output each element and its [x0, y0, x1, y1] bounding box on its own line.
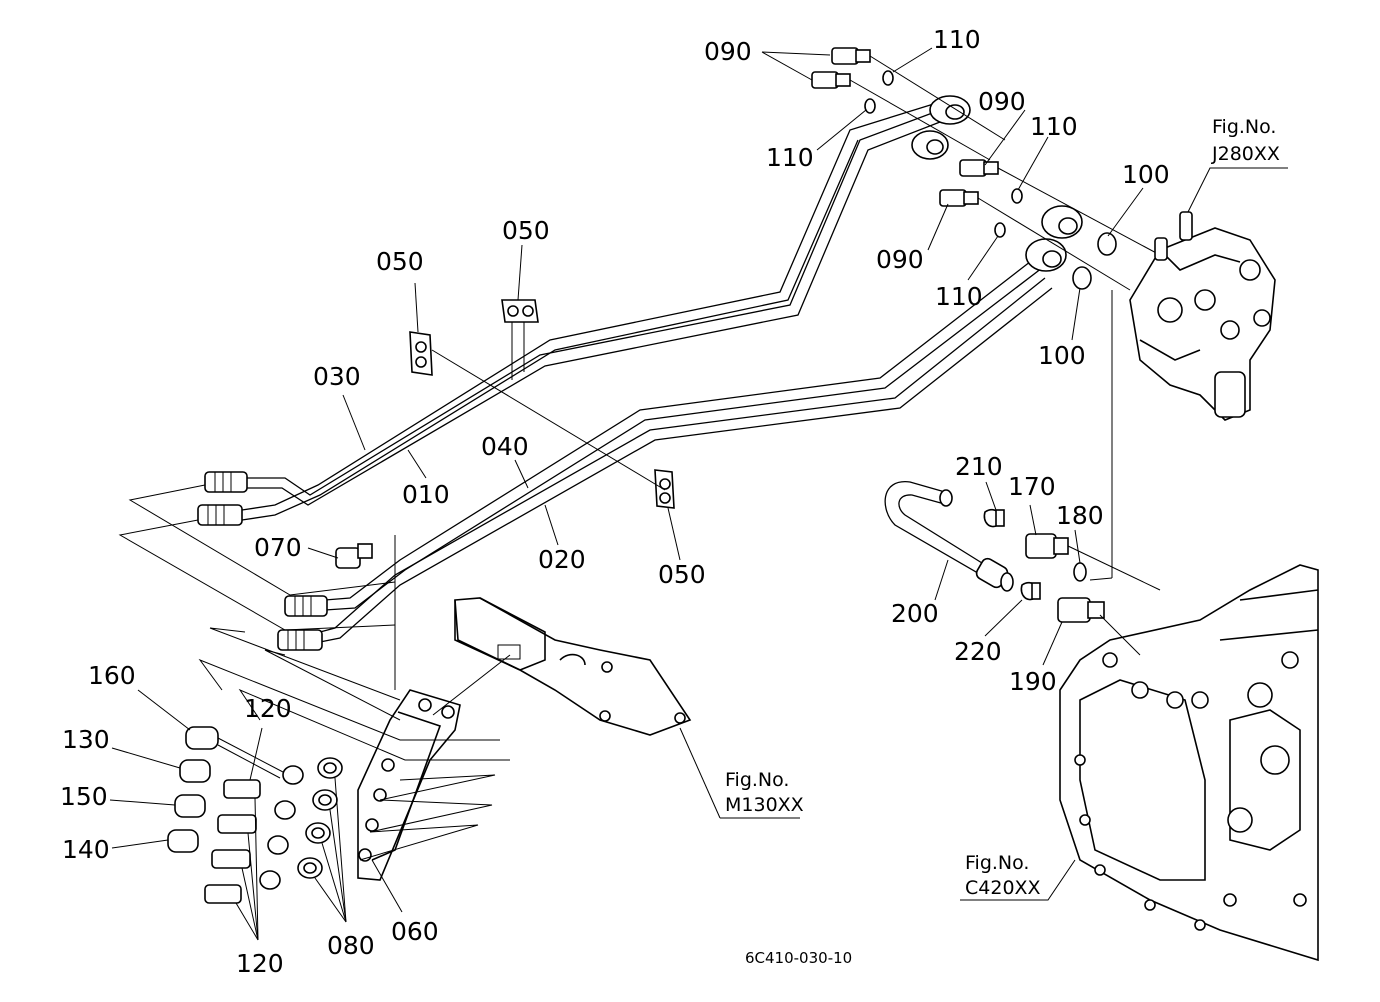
- label-010: 010: [402, 480, 450, 509]
- label-110-mid: 110: [1030, 112, 1078, 141]
- svg-text:J280XX: J280XX: [1211, 143, 1280, 165]
- label-220: 220: [954, 637, 1002, 666]
- label-090-top: 090: [704, 37, 752, 66]
- label-170: 170: [1008, 472, 1056, 501]
- svg-text:C420XX: C420XX: [965, 877, 1041, 899]
- label-150: 150: [60, 782, 108, 811]
- figure-reference-j280: Fig.No. J280XX: [1211, 116, 1280, 165]
- label-090-low: 090: [876, 245, 924, 274]
- assembly-guide-lines: [118, 484, 511, 861]
- label-130: 130: [62, 725, 110, 754]
- label-070: 070: [254, 533, 302, 562]
- pipe-fitting-left: [197, 471, 328, 651]
- pipe-040: [324, 257, 1043, 611]
- pipe-010: [245, 111, 941, 506]
- label-110-top: 110: [933, 25, 981, 54]
- label-050-top: 050: [502, 216, 550, 245]
- part-labels: 090 110 110 090 110 100 090 110 100 050 …: [60, 25, 1170, 978]
- label-210: 210: [955, 452, 1003, 481]
- pipe-020: [319, 277, 1053, 643]
- clamp-guide-lines: [431, 322, 666, 491]
- label-200: 200: [891, 599, 939, 628]
- label-110-left: 110: [766, 143, 814, 172]
- bracket-support: [454, 597, 692, 736]
- banjo-bolts-mid: [939, 159, 1161, 291]
- control-valve: [1129, 211, 1276, 421]
- dust-caps: [167, 726, 284, 853]
- hose-fittings: [1025, 533, 1161, 623]
- figure-reference-c420: Fig.No. C420XX: [965, 852, 1041, 899]
- label-050-left: 050: [376, 247, 424, 276]
- label-100-low: 100: [1038, 341, 1086, 370]
- transmission-case: [1059, 564, 1319, 962]
- label-020: 020: [538, 545, 586, 574]
- label-040: 040: [481, 432, 529, 461]
- label-090-mid: 090: [978, 87, 1026, 116]
- figure-reference-m130: Fig.No. M130XX: [725, 769, 804, 816]
- svg-text:M130XX: M130XX: [725, 794, 804, 816]
- pipe-030: [241, 101, 941, 521]
- clamp-050: [409, 299, 675, 509]
- label-190: 190: [1009, 667, 1057, 696]
- mounting-plate-060: [357, 689, 461, 881]
- label-120-bottom: 120: [236, 949, 284, 978]
- plug-070: [335, 543, 373, 569]
- svg-text:Fig.No.: Fig.No.: [725, 769, 789, 791]
- label-080: 080: [327, 931, 375, 960]
- drawing-code: 6C410-030-10: [745, 949, 852, 967]
- label-030: 030: [313, 362, 361, 391]
- label-060: 060: [391, 917, 439, 946]
- label-110-low: 110: [935, 282, 983, 311]
- valve-guide-lines: [1089, 290, 1141, 656]
- return-hose: [884, 481, 1014, 592]
- svg-text:Fig.No.: Fig.No.: [965, 852, 1029, 874]
- label-140: 140: [62, 835, 110, 864]
- label-100-top: 100: [1122, 160, 1170, 189]
- label-160: 160: [88, 661, 136, 690]
- label-050-right: 050: [658, 560, 706, 589]
- banjo-bolts-top: [811, 47, 1006, 161]
- leader-lines: [109, 47, 1288, 941]
- label-180: 180: [1056, 501, 1104, 530]
- couplers-120: [204, 765, 304, 904]
- svg-text:Fig.No.: Fig.No.: [1212, 116, 1276, 138]
- nuts-080: [297, 757, 343, 879]
- label-120-top: 120: [244, 694, 292, 723]
- hose-clamps: [983, 508, 1041, 601]
